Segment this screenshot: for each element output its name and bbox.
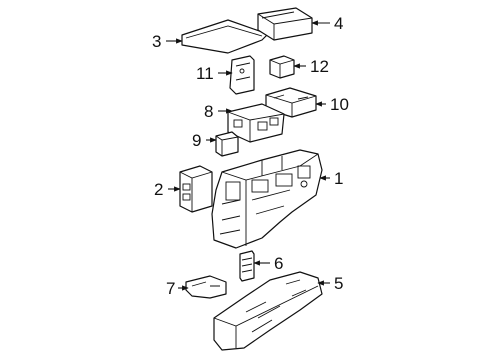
part-7-clip xyxy=(185,275,227,299)
part-3-cover xyxy=(181,19,269,54)
callout-12: 12 xyxy=(310,57,329,76)
callout-10: 10 xyxy=(330,95,349,114)
part-8-connector-block xyxy=(227,103,285,143)
callout-9: 9 xyxy=(192,131,201,150)
part-4-module xyxy=(257,7,313,41)
callout-11: 11 xyxy=(196,64,214,83)
callout-4: 4 xyxy=(334,14,343,33)
part-9-connector xyxy=(215,131,239,157)
part-1-fuse-box-housing xyxy=(211,149,323,249)
part-11-bracket xyxy=(229,55,255,95)
part-12-relay xyxy=(269,55,295,79)
callout-8: 8 xyxy=(204,102,213,121)
callout-1: 1 xyxy=(334,169,343,188)
part-2-side-connector xyxy=(179,165,213,213)
callout-7: 7 xyxy=(166,279,175,298)
part-5-lower-tray xyxy=(213,271,323,351)
callout-5: 5 xyxy=(334,274,343,293)
callout-6: 6 xyxy=(274,254,283,273)
callout-2: 2 xyxy=(154,180,163,199)
part-10-relay-block xyxy=(265,87,317,118)
part-6-fuse-strip xyxy=(239,250,255,282)
callout-3: 3 xyxy=(152,32,161,51)
leader-lines xyxy=(166,20,330,291)
callout-labels: 1 2 3 4 5 6 7 8 9 10 11 12 xyxy=(152,14,349,298)
